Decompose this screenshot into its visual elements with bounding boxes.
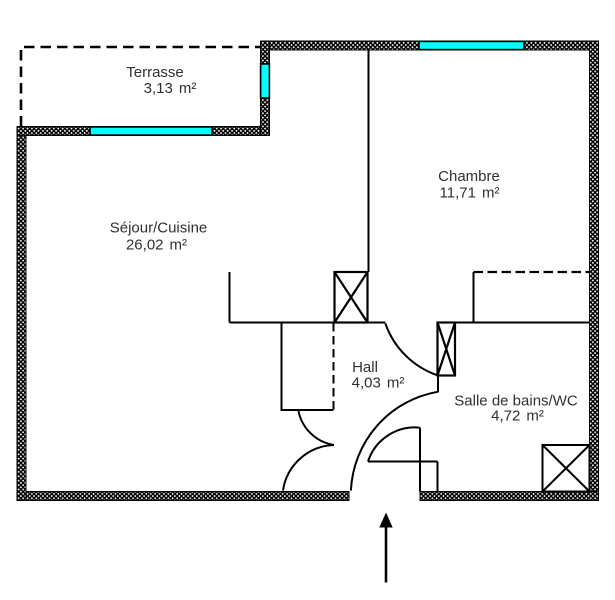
svg-text:Chambre: Chambre [438,168,500,185]
svg-text:11,71 m²: 11,71 m² [440,184,500,201]
svg-text:Séjour/Cuisine: Séjour/Cuisine [110,220,208,237]
svg-text:4,72 m²: 4,72 m² [491,408,544,425]
svg-text:4,03 m²: 4,03 m² [352,375,405,392]
svg-text:26,02 m²: 26,02 m² [126,237,187,254]
svg-text:3,13 m²: 3,13 m² [144,80,197,97]
svg-text:Terrasse: Terrasse [126,64,184,81]
svg-text:Salle de bains/WC: Salle de bains/WC [454,393,578,410]
svg-text:Hall: Hall [352,359,378,376]
